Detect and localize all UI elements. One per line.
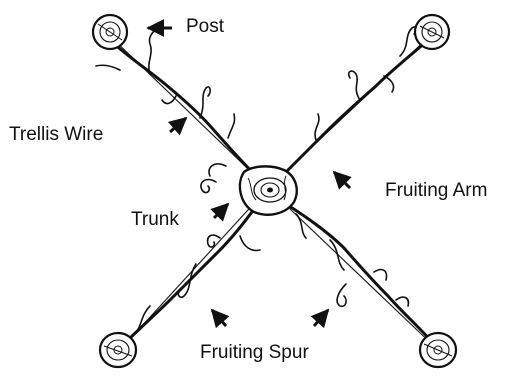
spur [337,284,346,306]
post-nw [93,15,127,49]
post-sw [100,333,136,367]
label-post: Post [186,17,224,36]
label-fruiting-arm: Fruiting Arm [385,181,487,200]
fruiting-arm-ne [280,40,428,178]
post-se [420,333,456,367]
arrow-fruiting-spur-right [314,310,328,326]
spur [374,270,387,280]
spur [149,30,156,74]
spur [209,164,226,176]
post-top [100,333,136,367]
label-trunk: Trunk [131,210,179,229]
spur [349,71,360,100]
arrow-fruiting-arm [334,172,350,188]
trunk [240,166,297,214]
spur [96,65,120,70]
trellis-wire-se [268,188,438,350]
spur [178,264,196,297]
spur [315,114,319,140]
arrow-trellis-wire [170,118,186,132]
spur [201,180,216,193]
trunk-core [267,188,273,193]
arrow-trunk [214,204,228,218]
label-trellis-wire: Trellis Wire [9,125,103,144]
spur [240,236,260,250]
spur [200,87,210,118]
arrow-fruiting-spur-left [212,310,226,326]
label-fruiting-spur: Fruiting Spur [200,343,309,362]
spur [228,114,235,138]
post-ne [415,15,449,49]
spur [208,235,220,247]
